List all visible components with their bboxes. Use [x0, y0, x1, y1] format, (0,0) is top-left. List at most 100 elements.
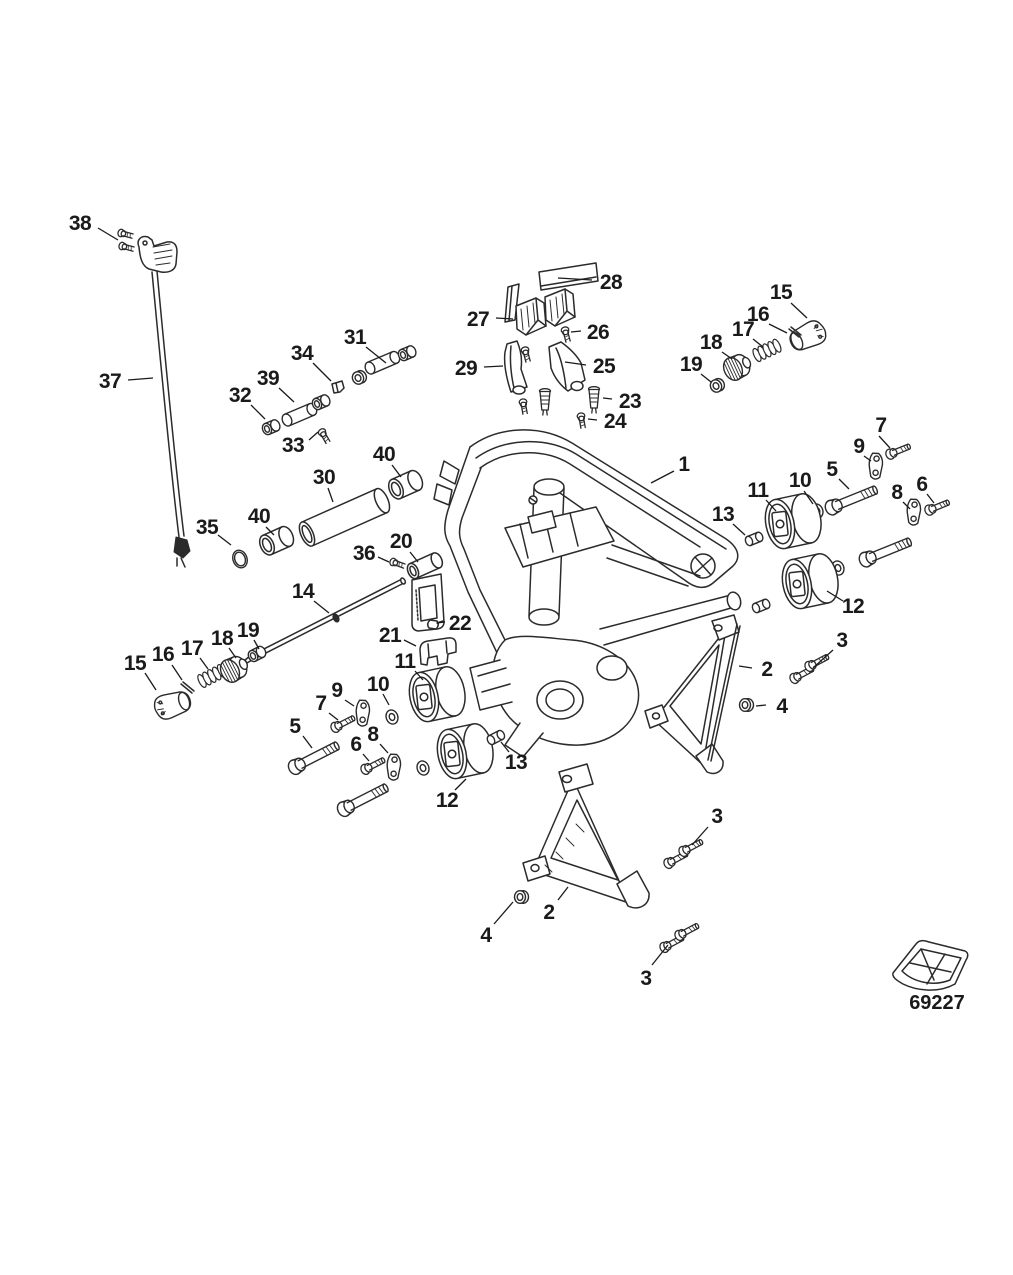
leader-line-part-3 — [812, 649, 834, 669]
leader-line-part-5 — [302, 735, 313, 749]
part-37-dipstick — [137, 235, 191, 568]
leader-line-part-29 — [483, 365, 504, 368]
part-13-pin — [485, 728, 507, 747]
part-callout-1: 1 — [678, 453, 690, 476]
part-callout-27: 27 — [467, 308, 489, 331]
part-callout-39: 39 — [257, 367, 279, 390]
part-callout-34: 34 — [291, 342, 314, 365]
leader-line-part-24 — [587, 418, 598, 421]
part-callout-3: 3 — [711, 805, 722, 828]
leader-line-part-4 — [755, 704, 767, 707]
part-callout-3: 3 — [836, 629, 847, 652]
leader-line-part-3 — [651, 944, 669, 966]
part-callout-14: 14 — [292, 580, 315, 603]
spacer-pin — [750, 597, 772, 615]
part-callout-18: 18 — [211, 627, 234, 650]
parts-artwork — [116, 227, 969, 991]
part-5-bolt — [285, 737, 343, 778]
part-27-screw — [519, 345, 533, 364]
leader-line-part-37 — [127, 377, 154, 381]
leader-line-part-12 — [454, 778, 467, 791]
part-12-bushing — [432, 720, 499, 783]
part-34-clip — [331, 380, 345, 394]
leader-line-part-8 — [902, 501, 911, 510]
part-callout-36: 36 — [353, 542, 375, 565]
part-callout-16: 16 — [747, 303, 769, 326]
leader-line-part-2 — [738, 665, 753, 669]
part-27-pads — [504, 283, 576, 336]
leader-line-part-3 — [691, 826, 709, 846]
part-callout-4: 4 — [776, 695, 788, 718]
part-callout-6: 6 — [350, 733, 361, 756]
part-callout-24: 24 — [604, 410, 627, 433]
part-30-tube — [298, 487, 391, 547]
part-callout-35: 35 — [196, 516, 219, 539]
anchor-icon — [587, 385, 601, 414]
part-38-screws — [116, 227, 136, 254]
part-31-nut — [349, 368, 370, 387]
part-callout-31: 31 — [344, 326, 367, 349]
part-13-pin — [743, 530, 765, 548]
leader-line-part-19 — [253, 639, 260, 650]
part-callout-18: 18 — [700, 331, 723, 354]
leader-line-part-13 — [500, 741, 510, 753]
leader-line-part-9 — [863, 455, 872, 462]
part-2-bracket-right — [644, 614, 741, 775]
part-callout-21: 21 — [379, 624, 402, 647]
leader-line-part-40 — [391, 464, 402, 478]
leader-line-part-16 — [768, 323, 788, 334]
part-26-screw — [559, 325, 573, 344]
part-callout-10: 10 — [367, 673, 389, 696]
part-callout-29: 29 — [455, 357, 477, 380]
part-15-cap — [151, 686, 195, 723]
part-40-bushing-right — [385, 467, 427, 502]
leader-line-part-18 — [228, 647, 237, 659]
leader-line-part-7 — [878, 435, 891, 449]
leader-line-part-21 — [403, 639, 417, 647]
part-callout-5: 5 — [289, 715, 301, 738]
part-callout-40: 40 — [248, 505, 270, 528]
part-callout-2: 2 — [543, 901, 554, 924]
part-callout-13: 13 — [505, 751, 527, 774]
part-40-bushing-left — [256, 523, 298, 558]
leader-line-part-7 — [328, 712, 339, 721]
part-9-link — [865, 451, 886, 481]
part-11-bushing — [760, 490, 827, 553]
part-callout-4: 4 — [480, 924, 492, 947]
screw-icon — [117, 240, 136, 254]
leader-line-part-16 — [171, 664, 183, 681]
part-32-bushing — [259, 417, 283, 437]
anchor-icon — [538, 387, 552, 416]
tilt-lock-group-left — [151, 643, 269, 723]
leader-line-part-17 — [199, 657, 209, 670]
part-callout-7: 7 — [315, 692, 326, 715]
leader-line-part-8 — [379, 743, 389, 754]
part-20-bracket — [406, 552, 445, 632]
part-6-bolt — [358, 754, 388, 777]
part-29-bracket — [503, 340, 528, 395]
part-10-washer — [383, 707, 401, 727]
part-callout-40: 40 — [373, 443, 395, 466]
part-callout-9: 9 — [331, 679, 342, 702]
bolt-icon — [672, 920, 702, 943]
part-callout-33: 33 — [282, 434, 304, 457]
leader-line-part-36 — [377, 556, 390, 563]
part-14-rod — [244, 577, 407, 664]
boat-icon — [892, 939, 969, 991]
part-callout-25: 25 — [593, 355, 616, 378]
mount-group-left — [285, 663, 507, 820]
part-callout-38: 38 — [69, 212, 92, 235]
leader-line-part-28 — [557, 277, 593, 281]
part-25-bracket — [548, 341, 586, 392]
part-33-screw — [316, 426, 333, 446]
leader-line-part-11 — [765, 499, 777, 512]
diagram-id-label: 69227 — [909, 992, 965, 1014]
part-callout-7: 7 — [875, 414, 886, 437]
part-callout-23: 23 — [619, 390, 641, 413]
leader-line-part-5 — [838, 478, 850, 490]
part-callout-3: 3 — [640, 967, 651, 990]
part-callout-2: 2 — [761, 658, 772, 681]
part-23-anchors — [538, 385, 601, 416]
